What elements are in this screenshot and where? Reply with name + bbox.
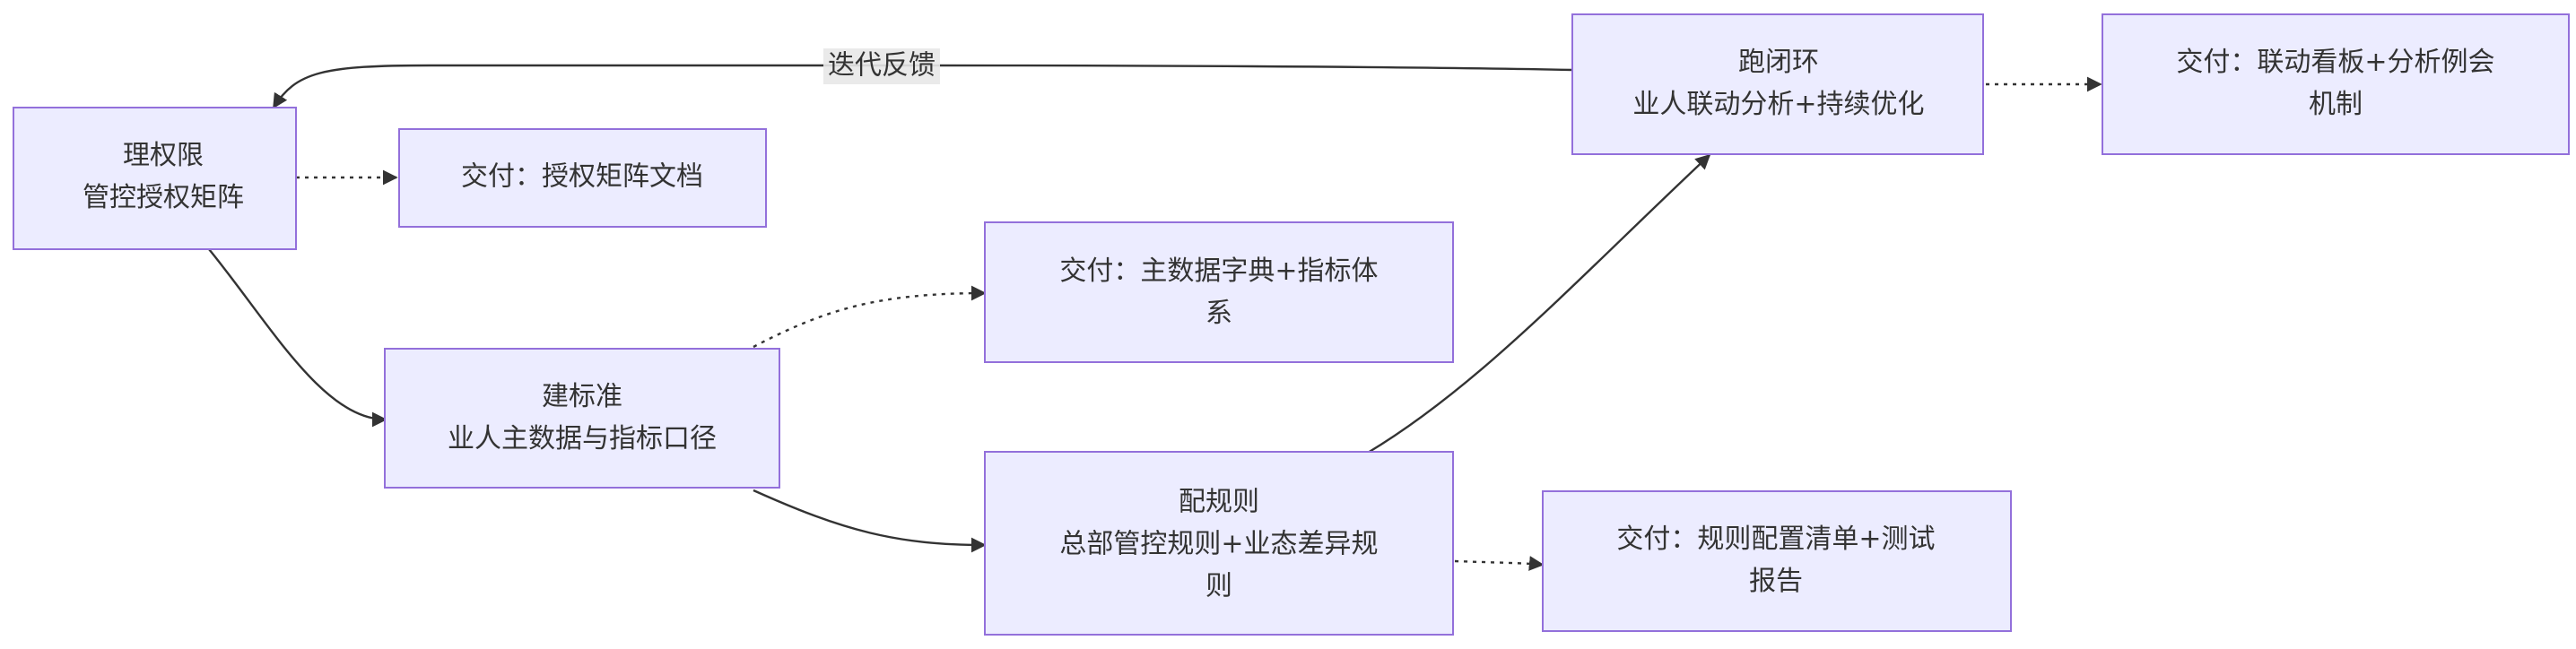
node-loop-line-2: 业人联动分析+持续优化 [1632, 89, 1924, 120]
node-deliver-rules: 交付：规则配置清单+测试 报告 [1542, 490, 2012, 632]
node-deliver-permission: 交付：授权矩阵文档 [398, 128, 767, 228]
node-deliver-standard-line-1: 交付：主数据字典+指标体 [1059, 255, 1378, 287]
node-deliver-rules-line-2: 报告 [1749, 566, 1803, 597]
node-permission-line-1: 理权限 [123, 140, 204, 171]
edge-rules-to-loop [1367, 153, 1711, 454]
edge-label-feedback: 迭代反馈 [823, 48, 940, 84]
node-permission-line-2: 管控授权矩阵 [83, 182, 244, 213]
node-rules-line-3: 则 [1205, 571, 1232, 602]
node-deliver-loop: 交付：联动看板+分析例会 机制 [2102, 13, 2570, 155]
node-deliver-standard-line-2: 系 [1205, 298, 1232, 329]
node-loop: 跑闭环 业人联动分析+持续优化 [1571, 13, 1984, 155]
node-permission: 理权限 管控授权矩阵 [13, 107, 297, 250]
edge-standard-to-deliver [753, 285, 987, 349]
node-rules: 配规则 总部管控规则+业态差异规 则 [984, 451, 1454, 636]
edge-standard-to-rules [753, 489, 987, 553]
node-rules-line-1: 配规则 [1179, 487, 1259, 518]
edge-permission-to-standard [208, 248, 387, 428]
edge-rules-to-deliver [1454, 556, 1545, 571]
node-deliver-loop-line-1: 交付：联动看板+分析例会 [2176, 47, 2494, 78]
edge-feedback-loop-to-permission [272, 64, 1573, 109]
node-loop-line-1: 跑闭环 [1738, 47, 1819, 78]
node-deliver-standard: 交付：主数据字典+指标体 系 [984, 221, 1454, 363]
node-deliver-permission-line-1: 交付：授权矩阵文档 [461, 161, 703, 193]
feedback-label: 迭代反馈 [828, 50, 936, 82]
node-deliver-rules-line-1: 交付：规则配置清单+测试 [1616, 524, 1935, 555]
node-standard-line-2: 业人主数据与指标口径 [448, 423, 717, 454]
node-standard: 建标准 业人主数据与指标口径 [384, 348, 780, 489]
node-standard-line-1: 建标准 [542, 381, 622, 412]
node-rules-line-2: 总部管控规则+业态差异规 [1059, 529, 1378, 560]
node-deliver-loop-line-2: 机制 [2309, 89, 2363, 120]
